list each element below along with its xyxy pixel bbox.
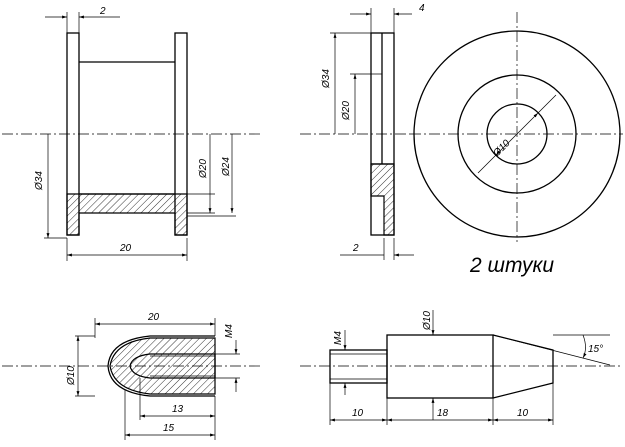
shaft-part: 15° M4 Ø10 10 18 10 — [300, 310, 623, 425]
dim-diameter: Ø10 — [66, 366, 77, 386]
outer-circle — [413, 30, 621, 238]
section-hatch — [370, 163, 395, 236]
dim-seg2: 18 — [437, 408, 449, 419]
dim-diameter-24: Ø24 — [221, 157, 232, 177]
dim-outer-diameter: Ø34 — [321, 69, 332, 89]
dim-angle: 15° — [588, 344, 603, 355]
dim-inner-diameter: Ø20 — [341, 101, 352, 121]
cap-part: 20 M4 Ø10 13 15 — [2, 312, 262, 440]
dim-flange-thickness: 2 — [99, 6, 106, 17]
dim-seg3: 10 — [517, 408, 529, 419]
dim-inner-length: 13 — [172, 404, 184, 415]
dim-length: 20 — [147, 312, 160, 323]
cone — [492, 334, 554, 399]
spool-side-view: 4 Ø34 Ø20 2 — [300, 3, 425, 260]
section-hatch — [66, 193, 188, 236]
hole-circle — [486, 103, 548, 165]
dim-bottom-width: 2 — [352, 243, 359, 254]
section-hatch — [109, 337, 216, 395]
dim-hole-diameter: Ø10 — [491, 138, 513, 160]
quantity-caption: 2 штуки — [469, 254, 554, 277]
dim-length: 20 — [119, 243, 132, 254]
middle-circle — [457, 74, 577, 194]
dim-inner-diameter: Ø20 — [198, 159, 209, 179]
dim-width: 4 — [419, 3, 425, 14]
spool-front-view: 2 Ø34 Ø20 Ø24 20 — [2, 6, 262, 261]
cap-outline — [107, 335, 215, 397]
dim-seg1: 10 — [352, 408, 364, 419]
dim-outer-diameter: Ø34 — [34, 171, 45, 191]
dim-thread: M4 — [333, 331, 344, 345]
dim-full-length: 15 — [163, 423, 175, 434]
dim-diameter: Ø10 — [422, 311, 433, 331]
circle-view: Ø10 — [410, 12, 623, 242]
dim-thread: M4 — [224, 324, 235, 338]
